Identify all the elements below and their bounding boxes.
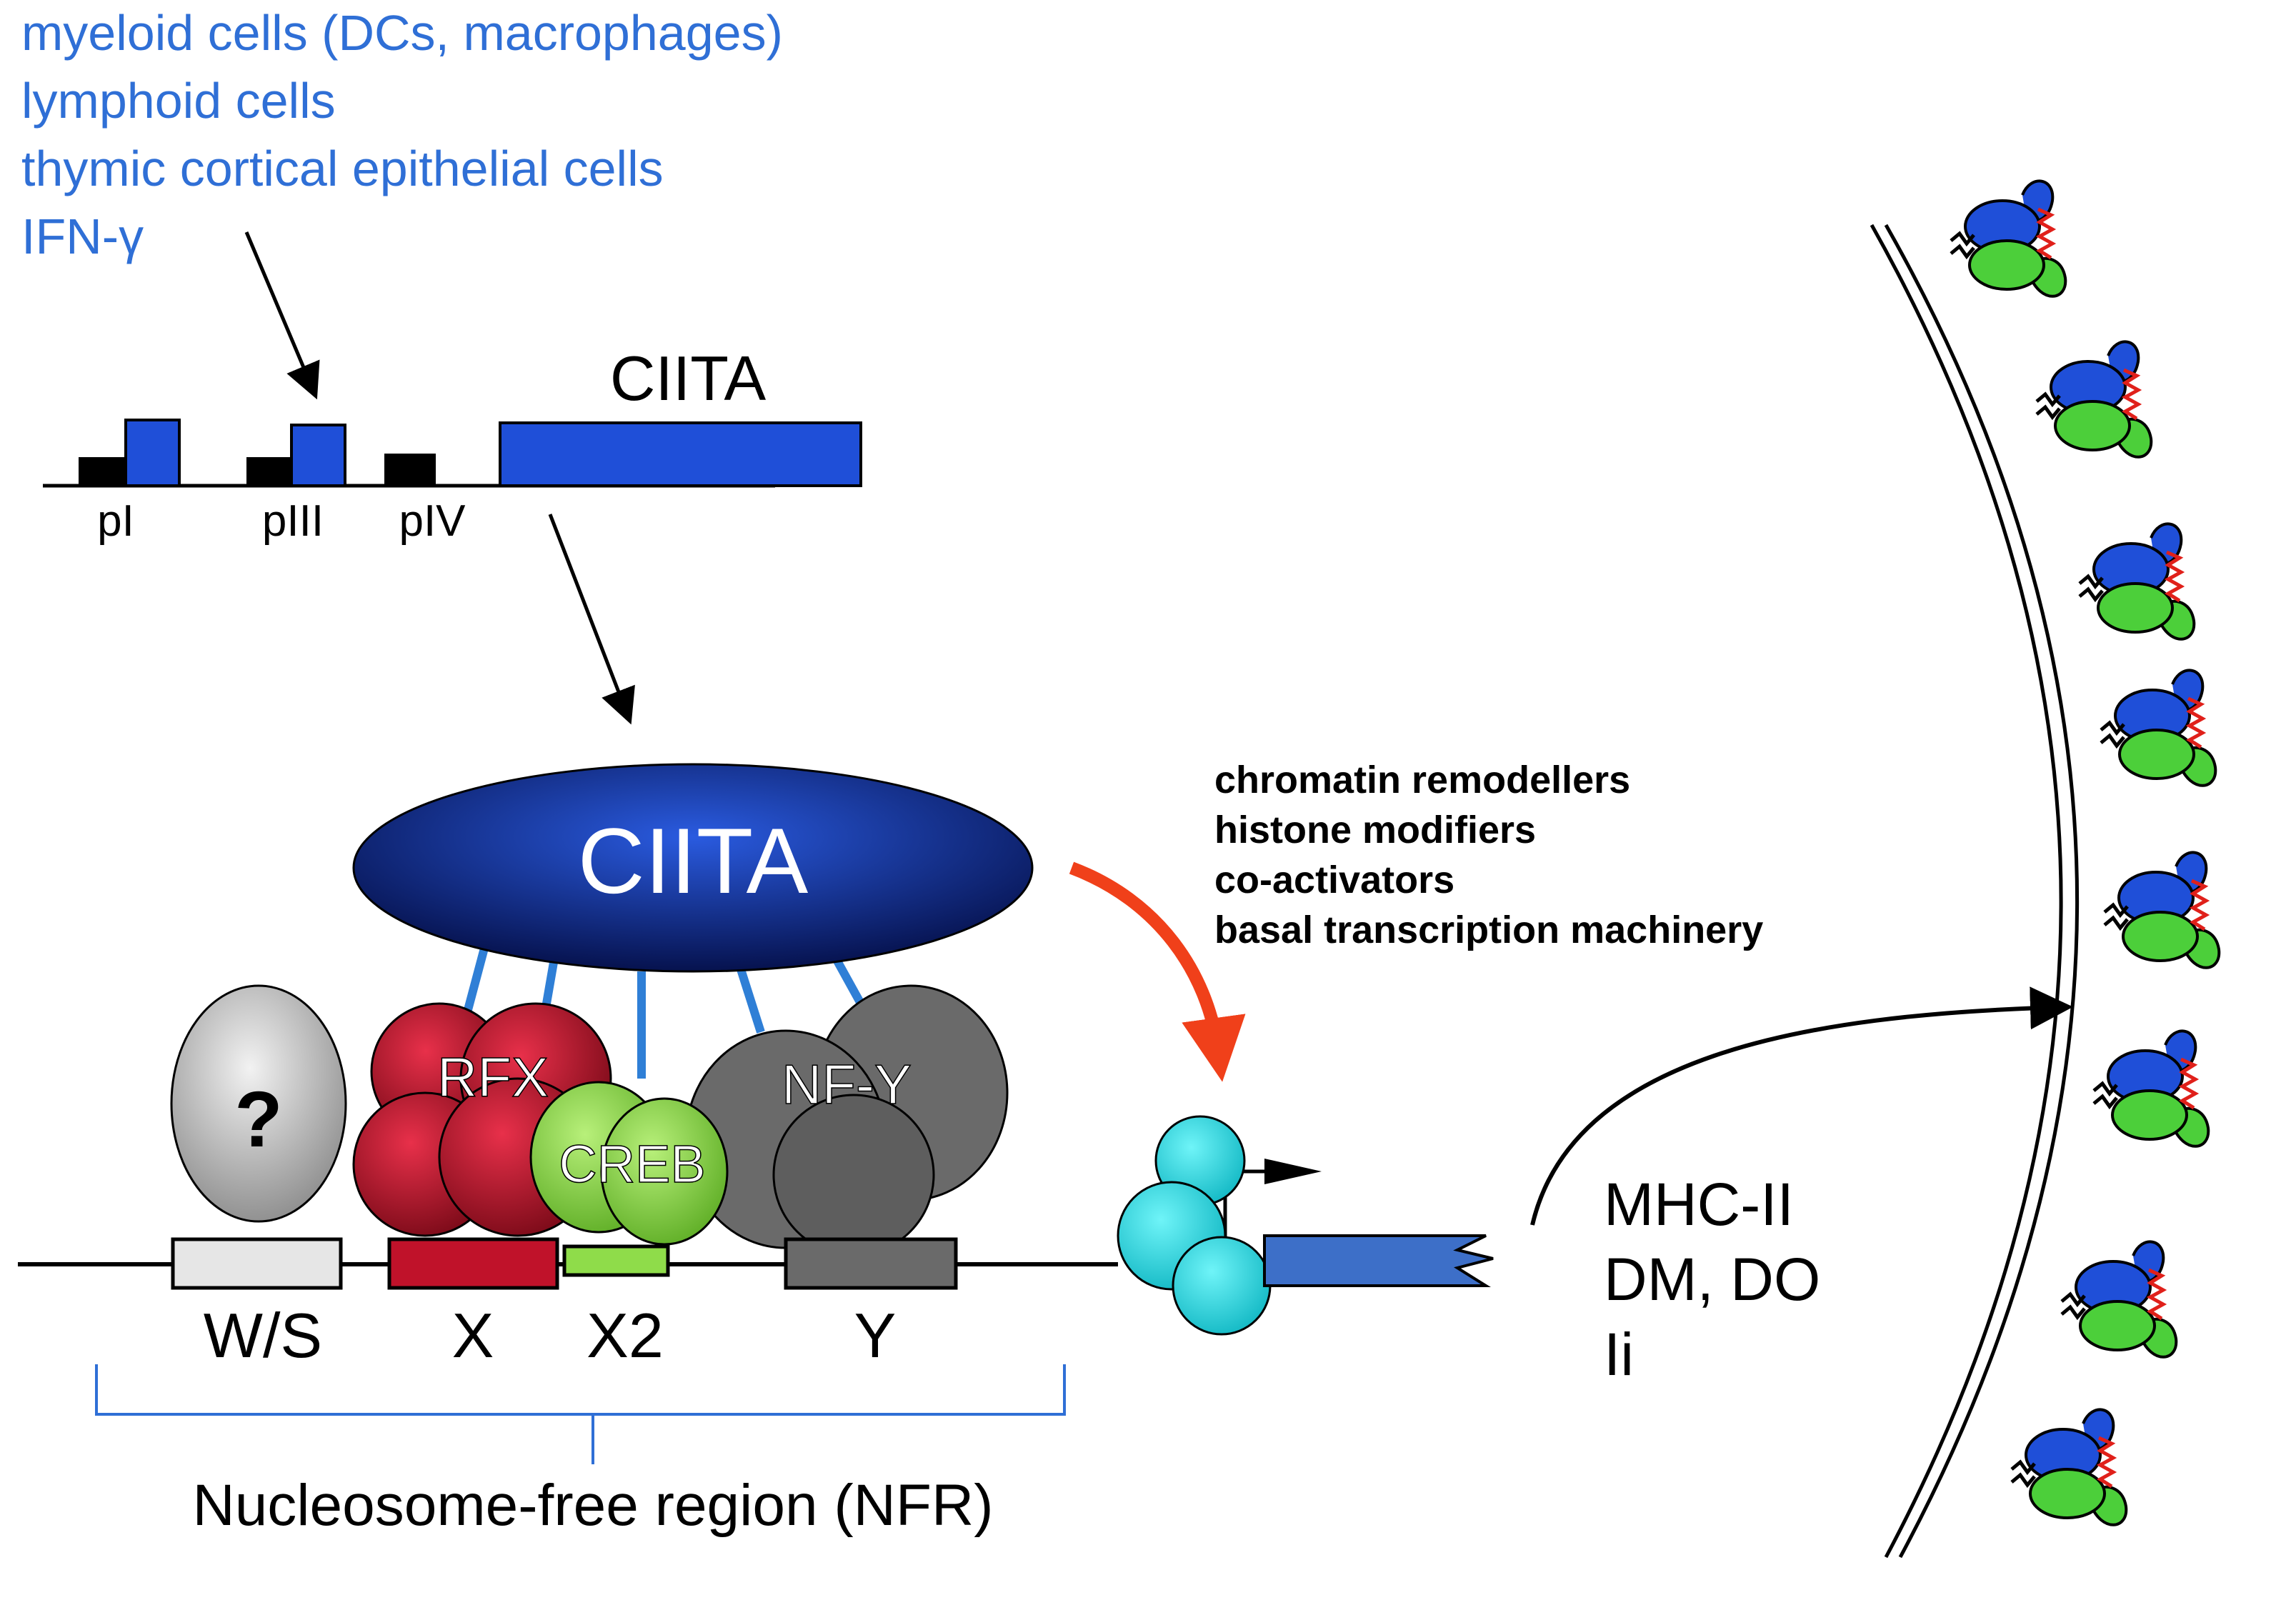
inducer-thymic: thymic cortical epithelial cells xyxy=(21,141,664,196)
inducer-ifn-gamma: IFN-γ xyxy=(21,209,144,264)
promoter-label-pI: pI xyxy=(97,496,134,546)
mhc-ii-molecule-4 xyxy=(2101,670,2215,785)
dna-box-label-y: Y xyxy=(854,1300,897,1371)
dna-box-label-ws: W/S xyxy=(204,1300,322,1371)
dna-box-x2 xyxy=(562,1244,670,1277)
promoter-pI-exon xyxy=(124,419,181,487)
ciita-expression-arrow xyxy=(548,514,635,725)
dna-box-y xyxy=(784,1237,958,1290)
target-mhc-ii: MHC-II xyxy=(1604,1171,1794,1238)
cofactor-chromatin: chromatin remodellers xyxy=(1214,759,1630,801)
cofactor-basal: basal transcription machinery xyxy=(1214,909,1763,951)
rfx-label: RFX xyxy=(437,1046,549,1109)
target-arrow xyxy=(1530,986,2073,1226)
inducer-arrow xyxy=(244,231,320,400)
dna-box-ws xyxy=(171,1237,343,1290)
promoter-pIV-black xyxy=(384,454,436,486)
nfy-sub-front xyxy=(772,1094,935,1256)
creb-label: CREB xyxy=(559,1134,706,1194)
mhc-ii-molecule-2 xyxy=(2037,341,2151,456)
ciita-gene-title: CIITA xyxy=(610,343,767,414)
mhc-ii-molecule-6 xyxy=(2094,1031,2208,1146)
tether-rfx-1 xyxy=(461,941,490,1019)
transcript-bar xyxy=(1263,1234,1494,1287)
inducer-lymphoid: lymphoid cells xyxy=(21,73,336,129)
creb-sub-2 xyxy=(600,1097,729,1246)
nfr-label: Nucleosome-free region (NFR) xyxy=(192,1473,993,1538)
nfr-bracket xyxy=(95,1364,1066,1464)
polymerase-sub-3 xyxy=(1172,1236,1272,1336)
tss-arrowhead-icon xyxy=(1264,1159,1322,1184)
cofactor-coactivators: co-activators xyxy=(1214,859,1454,901)
mhc-ii-molecule-3 xyxy=(2080,524,2194,639)
target-ii: Ii xyxy=(1604,1321,1634,1388)
nfy-label: NF-Y xyxy=(782,1053,912,1116)
mhc-ii-molecule-5 xyxy=(2105,852,2219,967)
mhc-ii-molecule-7 xyxy=(2062,1241,2176,1356)
cell-membrane-outer xyxy=(1870,224,2063,1559)
cell-membrane-inner xyxy=(1884,224,2079,1559)
ciita-protein xyxy=(352,763,1034,973)
promoter-label-pIII: pIII xyxy=(262,496,324,546)
mhc-ii-molecule-8 xyxy=(2012,1409,2126,1524)
inducer-myeloid: myeloid cells (DCs, macrophages) xyxy=(21,5,783,61)
unknown-factor xyxy=(170,984,347,1223)
dna-box-label-x2: X2 xyxy=(587,1300,664,1371)
dna-box-label-x: X xyxy=(452,1300,494,1371)
promoter-pIII-exon xyxy=(290,424,346,487)
cofactor-histone: histone modifiers xyxy=(1214,809,1536,851)
promoter-label-pIV: pIV xyxy=(399,496,466,546)
dna-box-x xyxy=(387,1237,559,1290)
target-dm-do: DM, DO xyxy=(1604,1246,1820,1313)
unknown-factor-label: ? xyxy=(234,1076,282,1164)
ciita-coding-region xyxy=(499,421,862,487)
mhc-ii-molecule-1 xyxy=(1951,181,2065,296)
ciita-protein-label: CIITA xyxy=(578,809,809,913)
recruitment-arrow xyxy=(1069,861,1246,1082)
